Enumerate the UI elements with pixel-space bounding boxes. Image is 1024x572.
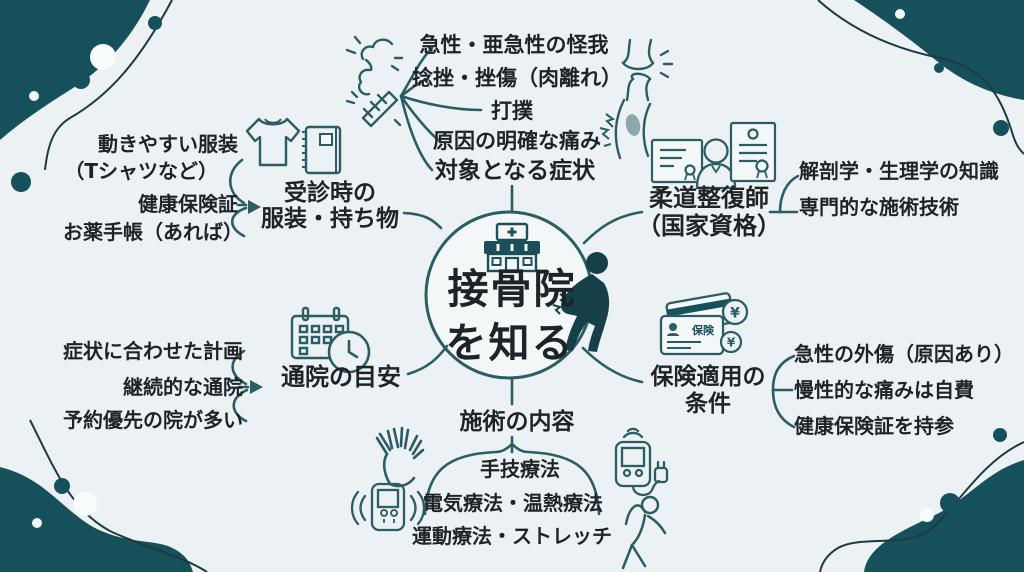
leaf-practitioner-1: 解剖学・生理学の知識 — [799, 159, 999, 183]
branch-connectors — [228, 46, 800, 516]
leaf-symptoms-1: 急性・亜急性の怪我 — [419, 33, 609, 57]
hand-therapy-icon — [375, 426, 425, 488]
electro-stim-device-icon — [350, 482, 426, 532]
corner-blob-bottom-right — [819, 428, 1024, 572]
svg-text:¥: ¥ — [727, 336, 736, 350]
back-pain-person-icon — [552, 252, 610, 352]
clock-icon — [327, 330, 371, 374]
branch-title-attire-line1: 受診時の — [284, 180, 376, 206]
leaf-treatment-3: 運動療法・ストレッチ — [412, 524, 612, 548]
stretching-person-icon — [621, 495, 667, 570]
calendar-icon — [290, 306, 350, 360]
diploma-icon — [729, 121, 777, 183]
center-title-line1: 接骨院 — [447, 265, 577, 313]
corner-blob-top-left — [0, 0, 173, 192]
bandaged-joint-icon — [345, 90, 402, 128]
branch-title-visits: 通院の目安 — [281, 363, 401, 391]
connector-insurance — [581, 346, 644, 384]
leaf-visits-1: 症状に合わせた計画 — [63, 339, 243, 363]
tens-device-icon — [614, 427, 669, 497]
leaf-symptoms-3: 打撲 — [491, 99, 533, 123]
branch-title-treatment: 施術の内容 — [459, 409, 575, 435]
leaf-symptoms-4: 原因の明確な痛み — [433, 129, 601, 153]
visits-arrowhead — [250, 380, 263, 394]
branch-title-attire-line2: 服装・持ち物 — [261, 206, 399, 232]
center-title-line2: を知る — [445, 319, 575, 367]
arrowheads — [248, 200, 263, 394]
leaf-insurance-1: 急性の外傷（原因あり） — [794, 342, 1014, 366]
insurance-card-label: 保険 — [691, 323, 715, 337]
svg-text:¥: ¥ — [730, 306, 740, 322]
tshirt-icon — [245, 117, 301, 167]
leaf-symptoms-2: 捻挫・挫傷（肉離れ） — [412, 66, 622, 90]
practitioner-person-icon — [695, 138, 737, 190]
connector-attire — [402, 211, 443, 230]
leaf-attire-1: 動きやすい服装 — [98, 132, 238, 156]
insurance-card-icon: 保険 — [659, 292, 735, 356]
corner-blob-top-right — [817, 0, 1024, 155]
corner-blob-bottom-left — [0, 419, 208, 572]
notebook-icon — [302, 125, 342, 175]
sprained-joint-icon — [345, 35, 404, 96]
branch-title-insurance-line1: 保険適用の — [650, 364, 766, 390]
leaf-visits-2: 継続的な通院 — [123, 375, 243, 399]
clinic-building-icon — [484, 222, 540, 273]
leaf-insurance-3: 健康保険証を持参 — [794, 414, 954, 438]
elbow-bruise-icon — [599, 98, 652, 160]
connector-visits — [406, 344, 449, 376]
yen-coin-icon-2: ¥ — [719, 330, 743, 354]
leaf-visits-3: 予約優先の院が多い — [63, 408, 243, 432]
leaf-attire-1b: （Tシャツなど） — [64, 159, 218, 183]
branch-title-practitioner-line2: （国家資格） — [637, 212, 781, 240]
leaf-attire-2: 健康保険証 — [138, 192, 238, 216]
branch-title-practitioner-line1: 柔道整復師 — [649, 184, 769, 212]
yen-coin-icon: ¥ — [721, 298, 749, 326]
leaf-practitioner-2: 専門的な施術技術 — [799, 195, 959, 219]
knee-joint-icon — [621, 38, 674, 102]
leaf-treatment-1: 手技療法 — [480, 457, 560, 481]
branch-title-insurance-line2: 条件 — [685, 391, 731, 417]
connector-practitioner — [582, 210, 644, 245]
leaf-insurance-2: 慢性的な痛みは自費 — [794, 378, 974, 402]
leaf-treatment-2: 電気療法・温熱療法 — [423, 491, 603, 515]
leaf-attire-3: お薬手帳（あれば） — [63, 220, 243, 244]
certificate-icon — [650, 138, 704, 184]
attire-arrowhead — [248, 200, 261, 214]
branch-title-symptoms: 対象となる症状 — [434, 158, 596, 184]
